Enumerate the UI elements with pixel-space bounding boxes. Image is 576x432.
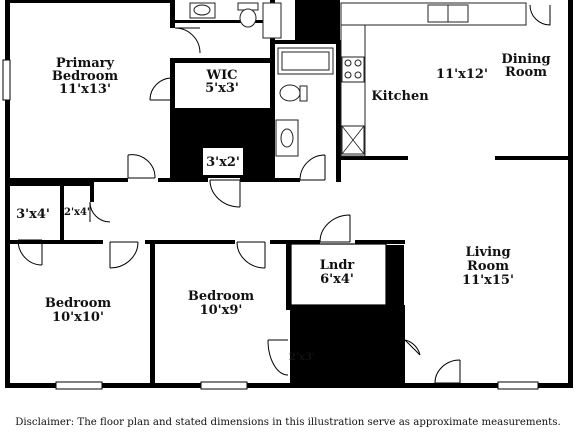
bedroom-left-dims: 10'x10' xyxy=(52,310,104,325)
closet-2x3-dims: 2'x3' xyxy=(289,352,315,363)
burner-1 xyxy=(344,59,352,67)
closet-2x4-dims: 2'x4' xyxy=(64,207,90,218)
window-bottom-1 xyxy=(55,381,103,390)
wall-mass-laundry xyxy=(290,305,405,383)
laundry-box xyxy=(290,243,387,306)
wall-closet-v1 xyxy=(60,182,64,242)
laundry-dims: 6'x4' xyxy=(320,272,354,287)
burner-2 xyxy=(354,59,362,67)
bedroom-mid-name: Bedroom xyxy=(188,289,255,304)
door-bed-left xyxy=(109,241,139,269)
wall-bottom xyxy=(5,383,571,388)
kitchen-dims: 11'x12' xyxy=(436,67,488,82)
door-primary-hall xyxy=(127,154,156,179)
closet-3x2-dims: 3'x2' xyxy=(206,155,240,170)
door-laundry xyxy=(319,214,351,243)
toilet-bowl-bath1 xyxy=(239,8,257,28)
wall-closet-left-top xyxy=(8,182,93,186)
wall-bed-mid-right xyxy=(286,240,291,310)
living-dims: 11'x15' xyxy=(462,273,514,288)
closet-3x2-box xyxy=(203,148,243,175)
wall-bed-divider xyxy=(150,240,155,385)
door-closet-2x4 xyxy=(89,201,111,223)
primary-bedroom-name2: Bedroom xyxy=(52,69,119,84)
living-name2: Room xyxy=(467,259,509,274)
door-bath2 xyxy=(299,154,326,181)
sink-bowl-bath2 xyxy=(280,128,294,148)
wall-hall-top xyxy=(158,178,208,182)
sink-bowl-bath1 xyxy=(193,4,211,16)
door-closet-3x4 xyxy=(17,239,43,266)
wall-primary-right xyxy=(170,0,175,28)
wall-hall-bottom3 xyxy=(270,240,320,244)
wall-mass-laundry-right xyxy=(386,245,404,325)
door-closet-2x3 xyxy=(267,339,289,376)
wall-bath-v xyxy=(270,0,275,182)
wall-right xyxy=(568,0,573,388)
wall-left xyxy=(5,0,10,388)
wall-bath2-right xyxy=(336,40,341,182)
toilet-tank-bath2 xyxy=(299,85,308,102)
wall-kitchen-bottom xyxy=(336,156,408,160)
wall-dining-bottom xyxy=(495,156,570,160)
laundry-name: Lndr xyxy=(320,258,355,273)
wall-primary-right2 xyxy=(170,58,175,180)
door-primary-bath xyxy=(174,27,201,54)
wall-wic-top xyxy=(175,58,275,63)
door-closet-3x2 xyxy=(209,179,241,208)
wall-hall-bottom2 xyxy=(145,240,235,244)
fridge-x xyxy=(341,125,365,155)
bedroom-left-name: Bedroom xyxy=(45,296,112,311)
living-name: Living xyxy=(465,245,510,260)
wic-dims: 5'x3' xyxy=(205,81,239,96)
primary-bedroom-name: Primary xyxy=(56,56,115,71)
wall-mass-top xyxy=(295,0,340,40)
door-front-main xyxy=(434,359,461,384)
wall-closet-v2 xyxy=(90,182,94,202)
burner-4 xyxy=(354,71,362,79)
dining-name2: Room xyxy=(505,65,547,80)
window-left-1 xyxy=(2,59,11,101)
door-front xyxy=(404,339,421,356)
wall-bath1-bottom xyxy=(175,20,275,23)
closet-3x4-dims: 3'x4' xyxy=(16,207,50,222)
burner-3 xyxy=(344,71,352,79)
range xyxy=(341,56,365,83)
toilet-bowl-bath2 xyxy=(279,84,301,102)
wall-hall-bottom4 xyxy=(355,240,405,244)
primary-bedroom-dims: 11'x13' xyxy=(59,82,111,97)
wic-name: WIC xyxy=(205,68,237,83)
tub-inner-bath2 xyxy=(281,51,330,71)
window-bottom-2 xyxy=(200,381,248,390)
dining-name: Dining xyxy=(501,52,550,67)
wall-bath2-top xyxy=(270,40,340,44)
disclaimer-text: Disclaimer: The floor plan and stated di… xyxy=(15,417,561,428)
wall-hall-bottom xyxy=(8,240,103,244)
door-primary-wic xyxy=(149,77,173,101)
door-dining-top xyxy=(529,4,551,26)
wall-primary-bottom xyxy=(8,178,128,182)
door-bed-mid xyxy=(236,241,266,269)
window-bottom-3 xyxy=(497,381,539,390)
tub-bath1 xyxy=(262,2,282,39)
bedroom-mid-dims: 10'x9' xyxy=(200,303,243,318)
wall-top-left xyxy=(5,0,170,3)
kitchen-name: Kitchen xyxy=(371,89,429,104)
